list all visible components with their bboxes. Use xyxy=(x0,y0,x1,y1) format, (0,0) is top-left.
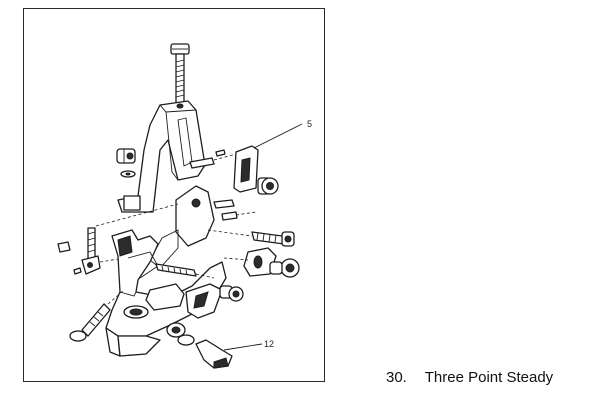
callout-5: 5 xyxy=(307,119,312,129)
central-bracket xyxy=(149,185,257,269)
figure-caption: 30. Three Point Steady xyxy=(386,369,553,386)
right-adjusting-screw xyxy=(207,229,295,247)
arch-lock-nut xyxy=(116,148,136,178)
bottom-washer xyxy=(166,322,195,346)
bottom-jaw-tip xyxy=(195,339,263,369)
center-adjusting-screw xyxy=(155,263,215,279)
sliding-jaw-lower xyxy=(185,283,244,319)
arch-pins xyxy=(189,149,237,169)
lower-clamp-screw xyxy=(69,289,125,342)
illustration-frame xyxy=(23,8,325,382)
upper-right-jaw xyxy=(233,123,303,195)
upper-arch-casting xyxy=(117,100,206,213)
top-clamp-screw xyxy=(170,43,190,105)
figure-number: 30. xyxy=(386,369,407,386)
left-clamp-screw xyxy=(57,203,179,275)
callout-12: 12 xyxy=(264,339,274,349)
figure-title: Three Point Steady xyxy=(424,369,554,386)
right-lower-jaw xyxy=(223,247,300,278)
